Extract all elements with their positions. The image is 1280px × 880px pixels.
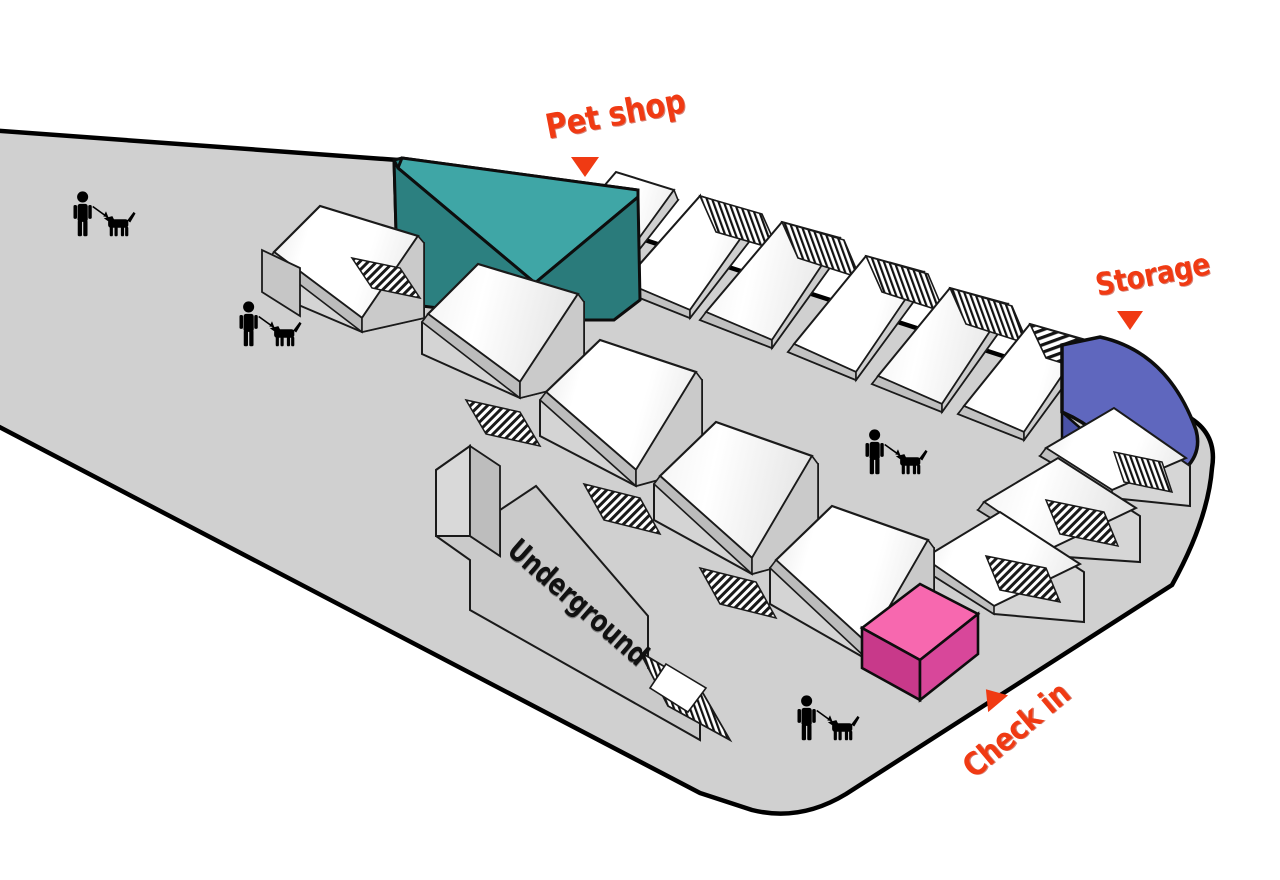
warehouse-unit [652,420,819,576]
check-in-building[interactable] [859,582,981,703]
warehouse-unit [261,248,301,318]
stairs-hatch [698,566,778,620]
underground-entrance [648,662,708,714]
stairs-hatch [984,554,1062,604]
stairs-hatch [350,256,422,300]
warehouse-unit [266,204,425,334]
underground-podium [435,444,733,743]
stairs-hatch [1112,450,1174,494]
front-row-warehouses [261,204,935,662]
right-row-warehouses [916,406,1191,624]
stairs-hatch [582,482,662,536]
triangle-icon [1117,311,1143,330]
stairs-hatch [464,398,542,448]
triangle-icon [571,157,599,177]
stairs-hatch [1044,498,1120,548]
